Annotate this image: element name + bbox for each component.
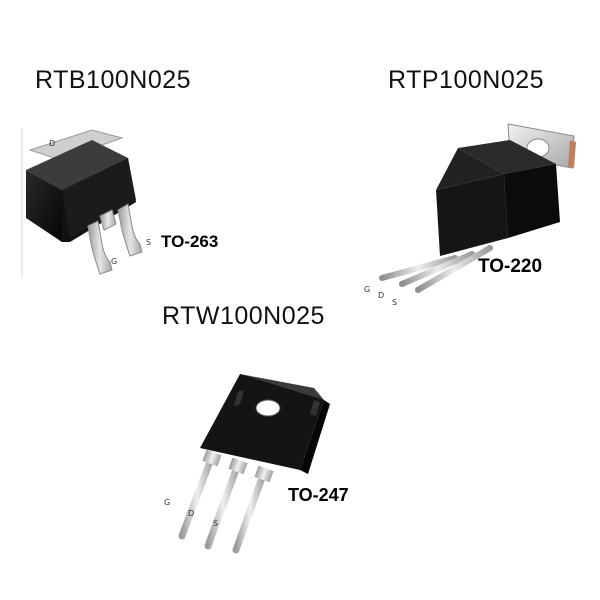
to263-package-label: TO-263 [161, 232, 219, 251]
to247-package-label: TO-247 [288, 485, 349, 505]
to247-pin-s: S [213, 519, 219, 528]
to247-pin-g: G [164, 498, 171, 507]
to263-pin-d: D [49, 139, 56, 148]
to263-pin-s: S [146, 238, 152, 247]
part-number-rtb: RTB100N025 [35, 66, 192, 94]
part-number-rtp: RTP100N025 [388, 66, 545, 94]
to220-pin-d: D [378, 291, 385, 300]
part-number-rtw: RTW100N025 [162, 302, 325, 330]
to220-pin-g: G [364, 285, 371, 294]
to220-package-label: TO-220 [478, 256, 543, 277]
to220-pin-s: S [392, 298, 398, 307]
to220-package-image [379, 123, 576, 293]
to247-package-image [178, 374, 330, 554]
to263-pin-g: G [111, 257, 118, 266]
to247-pin-d: D [188, 509, 195, 518]
to263-package-image [21, 128, 143, 278]
